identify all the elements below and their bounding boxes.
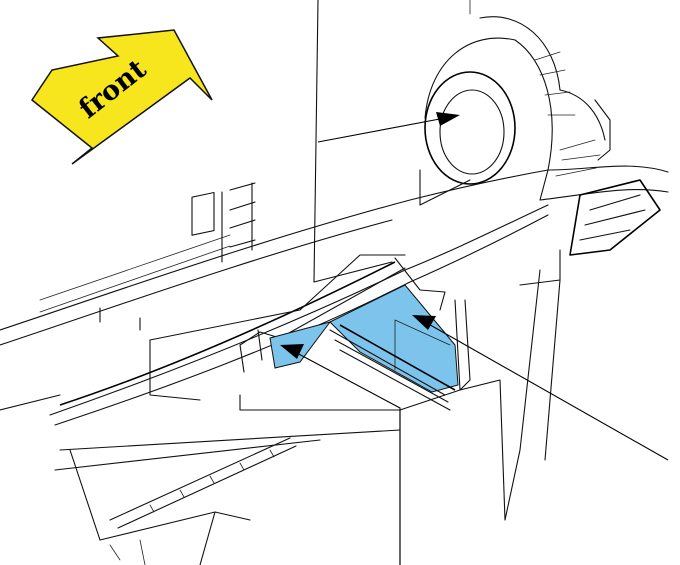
background-panel — [313, 0, 471, 283]
callout-line-blue-left — [294, 351, 401, 565]
blue-panel-right — [329, 284, 459, 393]
round-duct-housing — [419, 16, 611, 206]
callout-arrowhead-blue-right — [412, 315, 436, 330]
floor-tray — [54, 324, 456, 565]
right-machinery — [504, 165, 669, 521]
left-brackets — [0, 182, 256, 411]
callout-arrowhead-blue-left — [280, 344, 304, 359]
frame-rails — [0, 169, 549, 426]
central-chamber — [149, 254, 506, 565]
callout-line-duct — [317, 117, 446, 143]
callouts — [280, 112, 669, 565]
front-arrow-shape — [30, 29, 213, 165]
front-direction-arrow: front — [30, 29, 213, 165]
callout-arrowhead-duct — [436, 112, 460, 126]
callout-line-blue-right — [424, 321, 669, 461]
